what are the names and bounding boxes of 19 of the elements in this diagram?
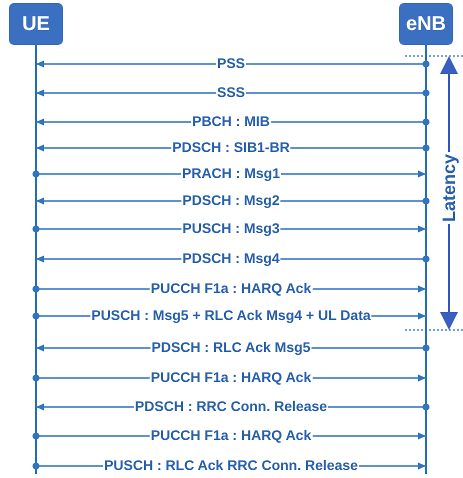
edge-label: PRACH : Msg1 — [181, 165, 281, 181]
edge-label: PSS — [216, 55, 246, 71]
lifeline-header: UE — [9, 3, 63, 45]
edge-label: PUSCH : RLC Ack RRC Conn. Release — [103, 457, 359, 473]
edge-label: PDSCH : SIB1-BR — [171, 139, 291, 155]
edge-label: PBCH : MIB — [191, 113, 271, 129]
edge-label: PUSCH : Msg3 — [181, 220, 281, 236]
edge-label: PUCCH F1a : HARQ Ack — [150, 427, 312, 443]
edge-label: PDSCH : Msg4 — [181, 250, 281, 266]
edge-label: PDSCH : Msg2 — [181, 192, 281, 208]
edge-label: PUSCH : Msg5 + RLC Ack Msg4 + UL Data — [90, 307, 372, 323]
edge-label: SSS — [216, 84, 246, 100]
lifeline-header: eNB — [399, 3, 453, 45]
message-arrow — [36, 90, 430, 96]
edge-label: PUCCH F1a : HARQ Ack — [150, 280, 312, 296]
edge-label: PDSCH : RLC Ack Msg5 — [150, 339, 312, 355]
edge-label: PDSCH : RRC Conn. Release — [134, 398, 328, 414]
edge-label: PUCCH F1a : HARQ Ack — [150, 369, 312, 385]
message-arrow — [36, 60, 430, 68]
